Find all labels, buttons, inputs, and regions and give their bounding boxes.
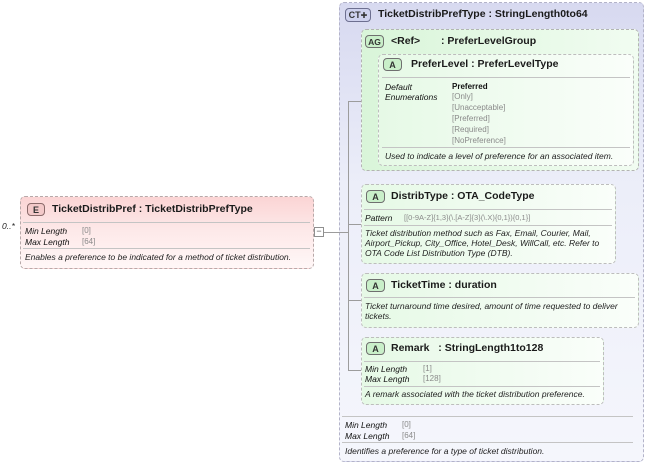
max-length-value: [64] — [82, 237, 96, 246]
divider — [364, 209, 612, 210]
divider — [23, 222, 310, 223]
connector-line — [348, 101, 361, 102]
connector-line — [348, 370, 361, 371]
attribute-group-ref: <Ref> — [391, 35, 421, 47]
plus-icon: ✚ — [360, 11, 368, 20]
attribute-group-badge: AG — [365, 35, 384, 48]
attribute-group-title: : PreferLevelGroup — [441, 35, 537, 47]
divider — [342, 442, 633, 443]
pattern-label: Pattern — [365, 213, 393, 223]
divider — [364, 297, 635, 298]
max-length-value: [128] — [423, 374, 441, 383]
attribute-remark-title: Remark : StringLength1to128 — [391, 342, 544, 354]
max-length-label: Max Length — [365, 374, 410, 384]
attribute-prefer-level-description: Used to indicate a level of preference f… — [385, 151, 614, 161]
attribute-remark-description: A remark associated with the ticket dist… — [365, 389, 585, 399]
attribute-badge: A — [366, 279, 385, 292]
max-length-value: [64] — [402, 431, 416, 440]
complex-type-title: TicketDistribPrefType : StringLength0to6… — [378, 8, 588, 20]
occurrence-label: 0..* — [2, 221, 15, 231]
connector-line — [348, 101, 349, 370]
attribute-prefer-level-box — [378, 54, 634, 166]
expand-toggle[interactable]: − — [314, 227, 324, 237]
element-title: TicketDistribPref : TicketDistribPrefTyp… — [52, 203, 253, 215]
divider — [23, 248, 310, 249]
max-length-label: Max Length — [25, 237, 70, 247]
complex-type-badge: CT✚ — [345, 8, 371, 22]
element-description: Enables a preference to be indicated for… — [25, 252, 292, 262]
divider — [342, 416, 633, 417]
attribute-ticket-time-description: Ticket turnaround time desired, amount o… — [365, 301, 618, 321]
pattern-value: [[0-9A-Z]{1,3}(\.[A-Z]{3}(\.X){0,1}){0,1… — [404, 213, 531, 222]
default-value: Preferred — [452, 82, 488, 91]
enumeration-value: [Only] — [452, 92, 473, 101]
attribute-badge: A — [383, 58, 402, 71]
attribute-prefer-level-title: PreferLevel : PreferLevelType — [411, 58, 559, 70]
min-length-value: [0] — [82, 226, 91, 235]
attribute-distrib-type-description: Ticket distribution method such as Fax, … — [365, 228, 600, 258]
divider — [364, 386, 600, 387]
max-length-label: Max Length — [345, 431, 390, 441]
connector-line — [326, 232, 349, 233]
divider — [364, 361, 600, 362]
min-length-value: [1] — [423, 364, 432, 373]
divider — [382, 147, 630, 148]
enumeration-value: [Preferred] — [452, 114, 490, 123]
enumerations-label: Enumerations — [385, 92, 438, 102]
enumeration-value: [Required] — [452, 125, 489, 134]
attribute-badge: A — [366, 342, 385, 355]
enumeration-value: [NoPreference] — [452, 136, 506, 145]
min-length-label: Min Length — [25, 226, 68, 236]
connector-line — [348, 224, 361, 225]
min-length-label: Min Length — [345, 420, 388, 430]
divider — [382, 77, 630, 78]
divider — [364, 225, 612, 226]
attribute-distrib-type-box — [361, 184, 616, 264]
attribute-distrib-type-title: DistribType : OTA_CodeType — [391, 190, 535, 202]
attribute-remark-box — [361, 337, 604, 405]
attribute-ticket-time-box — [361, 273, 639, 328]
complex-type-description: Identifies a preference for a type of ti… — [345, 446, 545, 456]
element-box[interactable] — [20, 196, 314, 269]
connector-line — [348, 300, 361, 301]
attribute-ticket-time-title: TicketTime : duration — [391, 279, 497, 291]
min-length-label: Min Length — [365, 364, 408, 374]
attribute-badge: A — [366, 190, 385, 203]
element-badge: E — [27, 203, 45, 216]
default-label: Default — [385, 82, 412, 92]
enumeration-value: [Unacceptable] — [452, 103, 506, 112]
min-length-value: [0] — [402, 420, 411, 429]
